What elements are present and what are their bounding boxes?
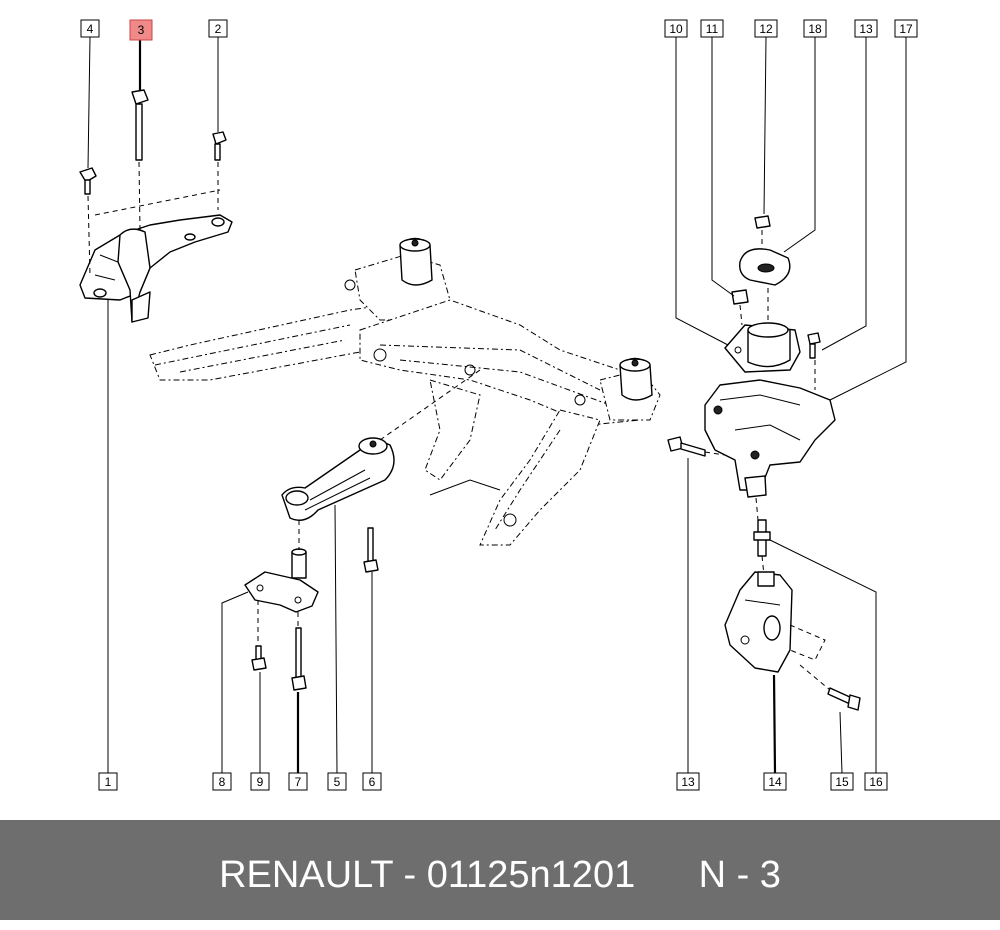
callout-9: 9 xyxy=(250,772,270,791)
engine-mount-left xyxy=(79,89,233,323)
callout-7: 7 xyxy=(288,772,308,791)
leader-lines xyxy=(87,36,907,774)
svg-text:11: 11 xyxy=(706,22,719,36)
bolt-9 xyxy=(251,645,267,671)
subframe xyxy=(149,237,661,546)
svg-text:7: 7 xyxy=(295,775,302,789)
footer-bar: RENAULT - 01125n1201 N - 3 xyxy=(0,820,1000,920)
callout-2: 2 xyxy=(208,19,228,38)
engine-mount-right xyxy=(667,215,836,498)
position-code: N - 3 xyxy=(698,854,781,896)
svg-text:4: 4 xyxy=(87,22,94,36)
callout-13-top: 13 xyxy=(854,19,878,38)
svg-text:13: 13 xyxy=(859,22,873,36)
bolt-7 xyxy=(291,627,307,691)
svg-text:9: 9 xyxy=(257,775,264,789)
torque-rod xyxy=(281,437,395,521)
callout-10: 10 xyxy=(664,19,688,38)
callout-13-bottom: 13 xyxy=(676,772,700,791)
footer-caption: RENAULT - 01125n1201 N - 3 xyxy=(0,820,1000,920)
callout-6: 6 xyxy=(362,772,382,791)
stud-16 xyxy=(753,519,771,557)
svg-text:3: 3 xyxy=(138,23,145,37)
svg-text:2: 2 xyxy=(215,22,222,36)
callout-12: 12 xyxy=(754,19,778,38)
bolt-6 xyxy=(363,527,379,573)
bracket-lower-right xyxy=(724,571,793,673)
callout-17: 17 xyxy=(894,19,918,38)
svg-text:1: 1 xyxy=(105,775,112,789)
callout-1: 1 xyxy=(98,772,118,791)
bolt-15 xyxy=(827,687,861,711)
callout-5: 5 xyxy=(327,772,347,791)
callout-14: 14 xyxy=(763,772,787,791)
svg-text:8: 8 xyxy=(219,775,226,789)
callout-3-highlighted: 3 xyxy=(129,19,153,41)
svg-text:6: 6 xyxy=(369,775,376,789)
svg-text:10: 10 xyxy=(669,22,683,36)
svg-text:18: 18 xyxy=(808,22,822,36)
svg-text:5: 5 xyxy=(334,775,341,789)
callout-15: 15 xyxy=(830,772,854,791)
svg-text:17: 17 xyxy=(899,22,913,36)
svg-text:15: 15 xyxy=(835,775,849,789)
parts-diagram: 4 3 2 10 11 12 18 13 17 1 8 9 7 5 6 13 1… xyxy=(79,19,918,791)
callout-11: 11 xyxy=(700,19,724,38)
svg-text:16: 16 xyxy=(869,775,883,789)
brand-part-number: RENAULT - 01125n1201 xyxy=(219,854,636,896)
svg-text:12: 12 xyxy=(759,22,773,36)
callout-18: 18 xyxy=(803,19,827,38)
svg-text:13: 13 xyxy=(681,775,695,789)
bracket-small xyxy=(244,548,319,613)
callout-4: 4 xyxy=(80,19,100,38)
callout-8: 8 xyxy=(212,772,232,791)
callout-16: 16 xyxy=(864,772,888,791)
svg-text:14: 14 xyxy=(768,775,782,789)
